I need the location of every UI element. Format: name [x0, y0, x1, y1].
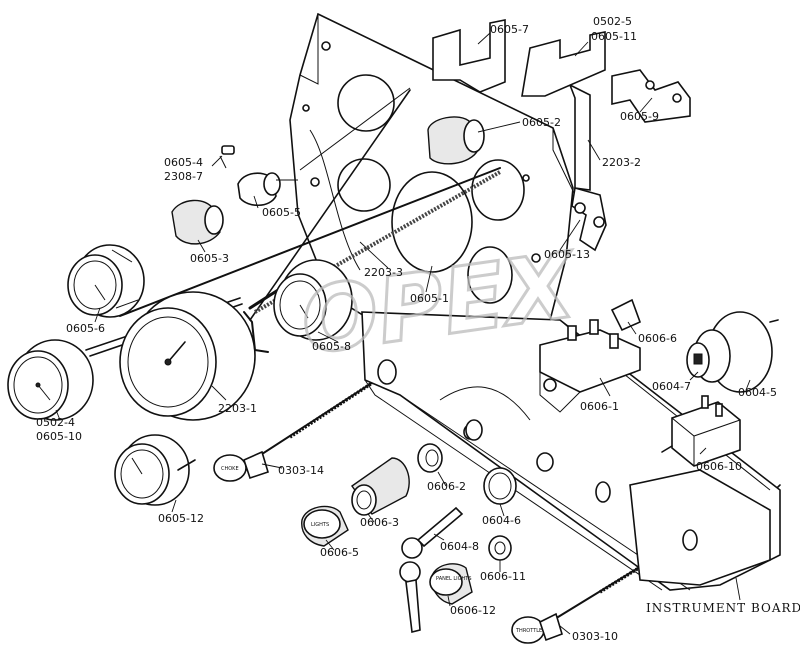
instrument-board — [361, 311, 781, 591]
relay-0606-10 — [661, 395, 741, 467]
gauge-0605-12 — [114, 434, 196, 506]
socket-0605-5 — [237, 172, 298, 207]
label-0605-4: 0605-4 — [164, 156, 203, 169]
label-0605-10: 0605-10 — [36, 430, 82, 443]
lights-text: LIGHTS — [311, 522, 329, 528]
choke-knob-0303-14: CHOKE — [213, 450, 269, 482]
label-0605-7: 0605-7 — [490, 23, 529, 36]
label-0605-5: 0605-5 — [262, 206, 301, 219]
knob-0606-3 — [351, 457, 410, 516]
panel-lights-text: PANEL LIGHTS — [436, 576, 472, 582]
gauge-0605-8 — [273, 259, 353, 341]
label-0605-1: 0605-1 — [410, 292, 449, 305]
clip-0605-7 — [432, 19, 506, 93]
throttle-knob-0303-10: THROTTLE — [511, 612, 563, 644]
choke-text: CHOKE — [221, 466, 239, 472]
mounting-panel — [289, 12, 576, 351]
throttle-text: THROTTLE — [515, 628, 542, 634]
label-0605-12: 0605-12 — [158, 512, 204, 525]
nut-0606-2 — [417, 443, 443, 473]
label-0604-6: 0604-6 — [482, 514, 521, 527]
knob-0606-12: PANEL LIGHTS — [429, 563, 473, 605]
label-0606-10: 0606-10 — [696, 460, 742, 473]
label-0502-4: 0502-4 — [36, 416, 75, 429]
clip-0502-5 — [521, 31, 606, 97]
leader-lines — [55, 32, 751, 635]
label-0606-6: 0606-6 — [638, 332, 677, 345]
label-0303-10: 0303-10 — [572, 630, 618, 643]
label-0605-3: 0605-3 — [190, 252, 229, 265]
label-0604-5: 0604-5 — [738, 386, 777, 399]
socket-0605-2 — [427, 116, 485, 165]
gauge-0502-4 — [7, 339, 94, 421]
label-0606-3: 0606-3 — [360, 516, 399, 529]
label-0605-13: 0605-13 — [544, 248, 590, 261]
switch-0606-1 — [539, 319, 641, 413]
label-0605-11: 0605-11 — [591, 30, 637, 43]
gauge-2203-1 — [119, 291, 269, 421]
panel-bracket — [568, 83, 607, 252]
part-labels: 0605-7 0502-5 0605-11 0605-9 0605-2 2203… — [36, 15, 800, 643]
ring-0604-6 — [483, 467, 517, 505]
socket-0605-3 — [171, 199, 224, 245]
label-0604-7: 0604-7 — [652, 380, 691, 393]
label-0604-8: 0604-8 — [440, 540, 479, 553]
label-2203-2: 2203-2 — [602, 156, 641, 169]
label-0606-12: 0606-12 — [450, 604, 496, 617]
knob-0606-5: LIGHTS — [301, 505, 349, 547]
label-0502-5: 0502-5 — [593, 15, 632, 28]
label-0605-9: 0605-9 — [620, 110, 659, 123]
label-2308-7: 2308-7 — [164, 170, 203, 183]
label-0606-5: 0606-5 — [320, 546, 359, 559]
ignition-switch-0604-5 — [686, 311, 779, 393]
label-0605-8: 0605-8 — [312, 340, 351, 353]
label-2203-3: 2203-3 — [364, 266, 403, 279]
label-0605-6-gauge: 0605-6 — [66, 322, 105, 335]
label-0606-11: 0606-11 — [480, 570, 526, 583]
clip-0605-9 — [611, 69, 691, 123]
label-0605-2: 0605-2 — [522, 116, 561, 129]
label-2203-1: 2203-1 — [218, 402, 257, 415]
label-0606-2: 0606-2 — [427, 480, 466, 493]
label-0606-1: 0606-1 — [580, 400, 619, 413]
label-instrument-board: INSTRUMENT BOARD — [646, 601, 800, 615]
bushing — [465, 419, 483, 441]
gauge-0605-6 — [67, 244, 145, 318]
terminal-0606-6 — [610, 298, 642, 332]
label-0303-14: 0303-14 — [278, 464, 324, 477]
nut-0606-11 — [488, 535, 512, 561]
keys-0604-8 — [399, 506, 464, 633]
bulb-0605-4 — [219, 145, 235, 169]
